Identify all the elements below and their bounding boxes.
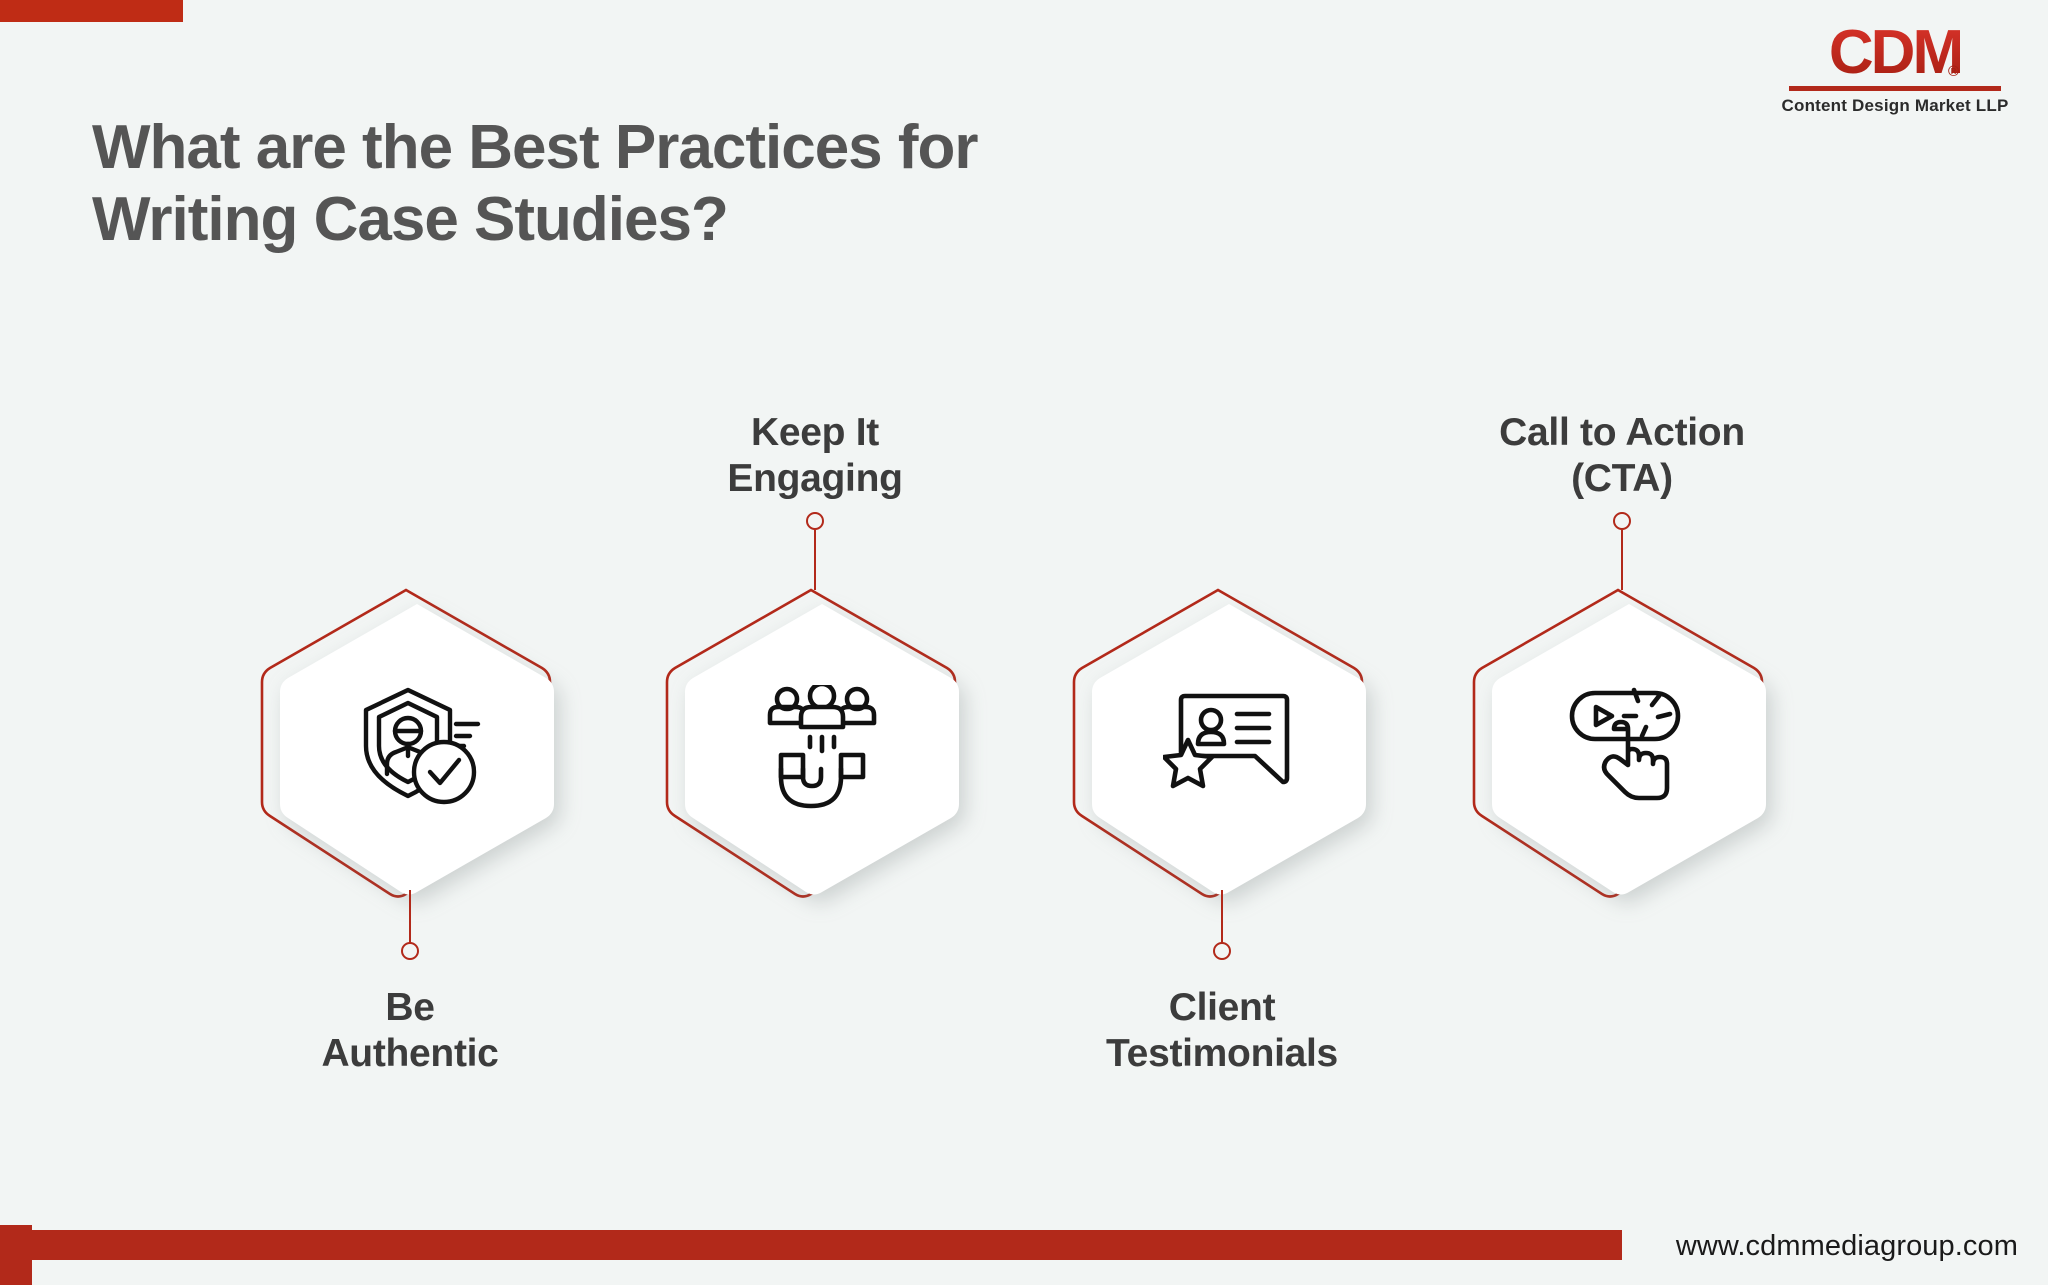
hexagon-outline-shape [256,582,556,902]
hexagon-outline-shape [661,582,961,902]
practice-item-be-authentic[interactable]: Be Authentic [250,588,570,1075]
practice-label-client-testimonials: Client Testimonials [1012,985,1432,1077]
bottom-red-bar [0,1230,1622,1260]
practice-item-keep-it-engaging[interactable]: Keep It Engaging [655,411,975,910]
magnet-audience-icon [677,598,967,898]
hexagon-card [655,588,975,910]
practice-label-keep-it-engaging: Keep It Engaging [605,410,1025,502]
page-title: What are the Best Practices for Writing … [92,112,979,256]
practice-label-be-authentic: Be Authentic [200,985,620,1077]
bottom-left-red-block [0,1225,32,1285]
hexagon-card [250,588,570,910]
label-line-1: Keep It [751,411,879,454]
label-line-2: Engaging [727,457,903,501]
hexagon-outline-shape [1068,582,1368,902]
label-line-2: Authentic [321,1032,499,1076]
hexagon-card [1462,588,1782,910]
label-line-2: Testimonials [1106,1032,1338,1076]
connector-dot [401,942,419,960]
hexagon-outline-shape [1468,582,1768,902]
page-title-line-2: Writing Case Studies? [92,184,729,254]
logo-subtitle: Content Design Market LLP [1781,96,2009,115]
practice-item-client-testimonials[interactable]: Client Testimonials [1062,588,1382,1075]
testimonial-speech-bubble-icon [1084,598,1374,898]
connector-below [401,890,419,965]
practice-label-call-to-action: Call to Action (CTA) [1412,410,1832,502]
connector-dot [1213,942,1231,960]
connector-line [1621,530,1623,590]
connector-above [1613,512,1631,590]
verified-person-shield-icon [272,598,562,898]
label-line-1: Be [385,986,435,1029]
connector-below [1213,890,1231,965]
label-line-1: Client [1168,986,1276,1029]
connector-line [1221,890,1223,945]
label-line-2: (CTA) [1571,457,1673,501]
connector-dot [1613,512,1631,530]
footer-website-url[interactable]: www.cdmmediagroup.com [1675,1230,2018,1262]
label-line-1: Call to Action [1499,411,1745,454]
connector-line [409,890,411,945]
logo-underline [1789,86,2001,91]
click-cta-button-icon [1484,598,1774,898]
registered-trademark-icon: ® [1948,63,1960,80]
practice-item-call-to-action[interactable]: Call to Action (CTA) [1462,411,1782,910]
page-title-line-1: What are the Best Practices for [92,113,979,182]
connector-dot [806,512,824,530]
connector-above [806,512,824,590]
logo-wordmark: CDM [1828,18,1964,87]
top-left-red-bar [0,0,183,22]
hexagon-card [1062,588,1382,910]
connector-line [814,530,816,590]
cdm-logo: CDM ® Content Design Market LLP [1770,22,2020,116]
